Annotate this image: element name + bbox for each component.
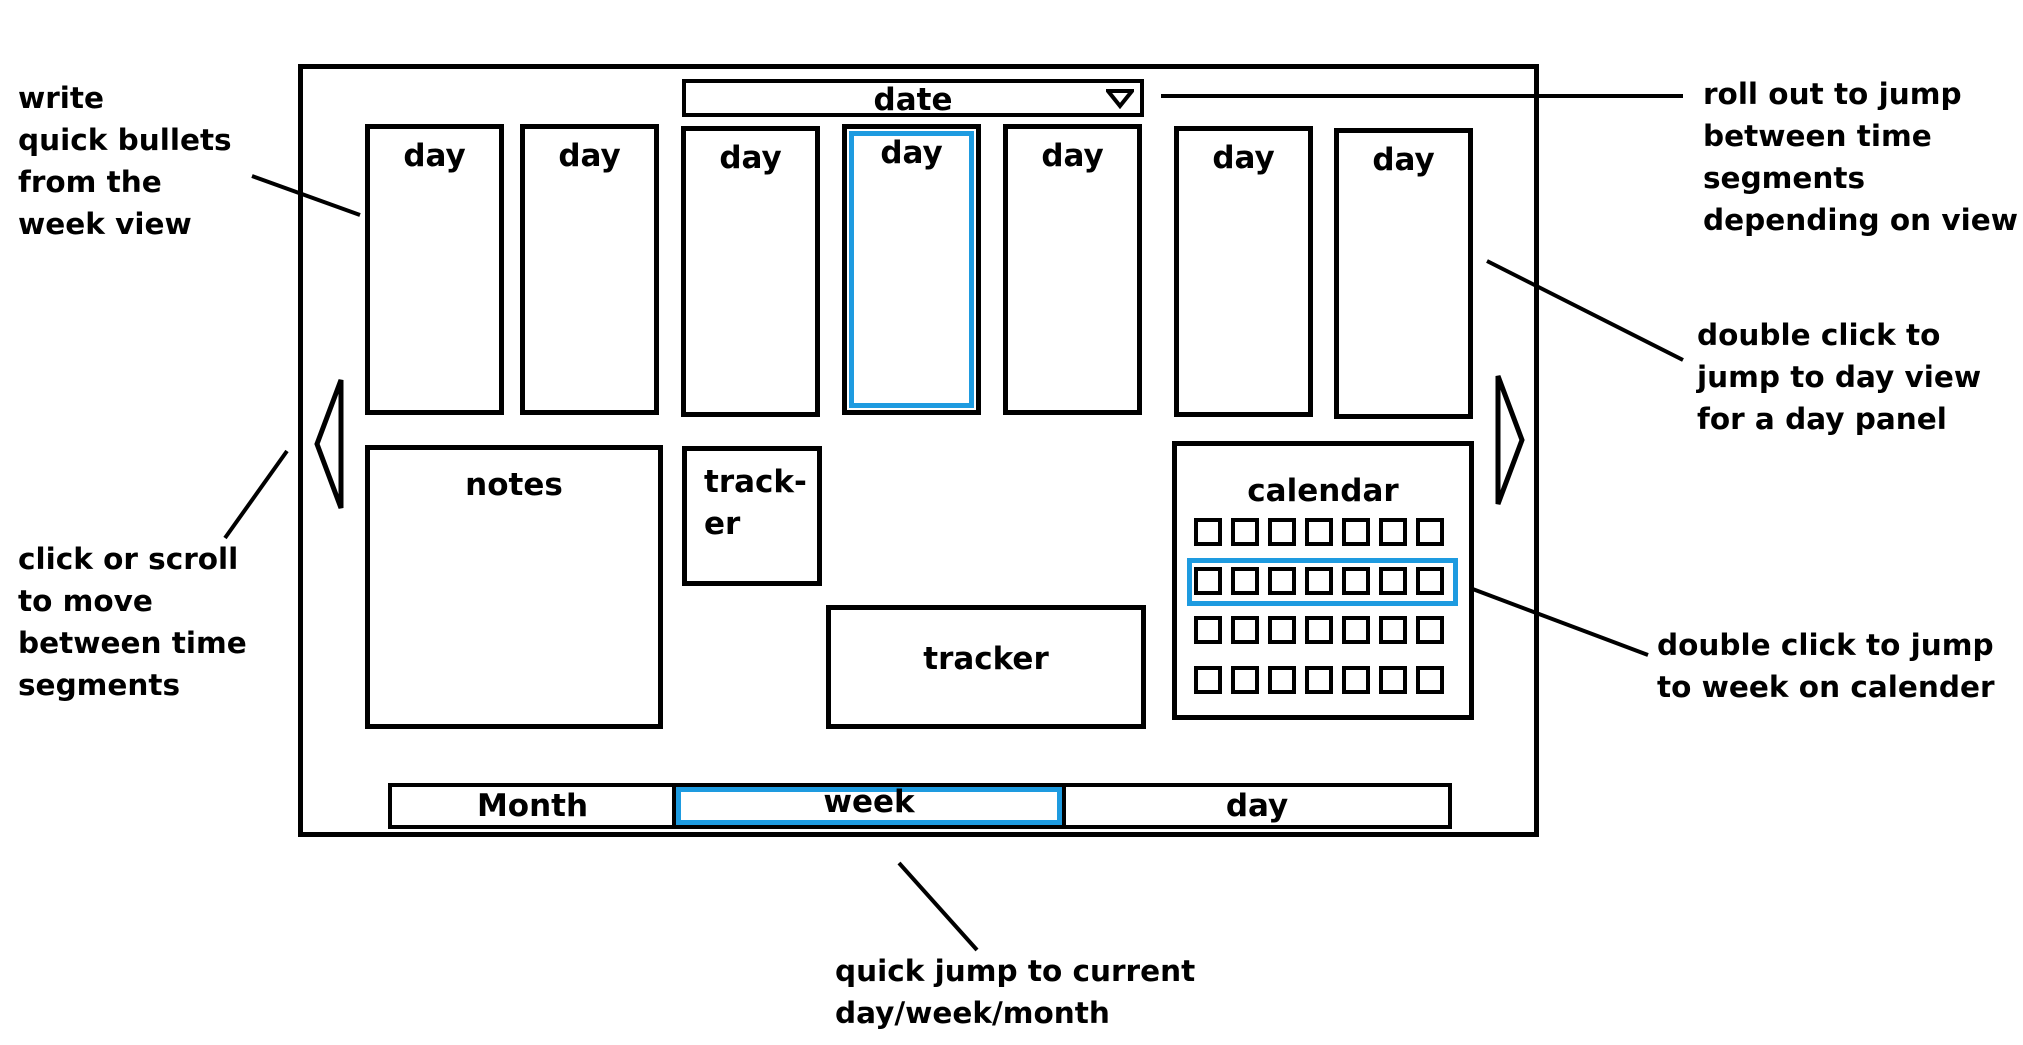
annotation-line: day/week/month xyxy=(835,996,1110,1030)
calendar-day-cell[interactable] xyxy=(1342,616,1370,644)
day-label: day xyxy=(403,138,466,174)
calendar-day-cell[interactable] xyxy=(1194,616,1222,644)
day-panel-5[interactable]: day xyxy=(1003,124,1142,415)
day-label: day xyxy=(719,140,782,176)
calendar-day-cell[interactable] xyxy=(1416,567,1444,595)
notes-panel[interactable]: notes xyxy=(365,445,663,729)
calendar-day-cell[interactable] xyxy=(1305,666,1333,694)
date-label: date xyxy=(873,82,953,118)
day-label: day xyxy=(1372,142,1435,178)
calendar-day-cell[interactable] xyxy=(1268,518,1296,546)
annotation-line: quick jump to current xyxy=(835,954,1196,988)
calendar-day-cell[interactable] xyxy=(1268,666,1296,694)
tab-week[interactable]: week xyxy=(672,783,1066,829)
day-label: day xyxy=(880,135,943,171)
tab-month[interactable]: Month xyxy=(388,783,673,829)
calendar-day-cell[interactable] xyxy=(1342,666,1370,694)
calendar-day-cell[interactable] xyxy=(1416,616,1444,644)
calendar-day-cell[interactable] xyxy=(1231,567,1259,595)
tracker-label: tracker xyxy=(923,641,1049,677)
tab-month-label: Month xyxy=(476,788,589,824)
calendar-week-row[interactable] xyxy=(1194,518,1444,546)
calendar-panel[interactable]: calendar xyxy=(1172,441,1474,720)
tab-day-label: day xyxy=(1225,788,1289,824)
calendar-day-cell[interactable] xyxy=(1305,518,1333,546)
annotation-line: week view xyxy=(18,207,192,241)
triangle-left-icon[interactable] xyxy=(313,376,345,516)
calendar-day-cell[interactable] xyxy=(1231,666,1259,694)
calendar-day-cell[interactable] xyxy=(1231,518,1259,546)
day-panel-6[interactable]: day xyxy=(1174,126,1313,417)
annotation-line: from the xyxy=(18,165,162,199)
date-dropdown[interactable]: date xyxy=(682,79,1144,118)
calendar-day-cell[interactable] xyxy=(1379,567,1407,595)
calendar-day-cell[interactable] xyxy=(1268,616,1296,644)
calendar-week-row-selected[interactable] xyxy=(1194,567,1444,595)
annotation-line: segments xyxy=(18,668,181,702)
annotation-scroll: click or scroll to move between time seg… xyxy=(18,538,247,706)
triangle-right-icon[interactable] xyxy=(1494,372,1526,512)
annotation-quick-jump: quick jump to current day/week/month xyxy=(835,950,1195,1034)
calendar-day-cell[interactable] xyxy=(1305,616,1333,644)
annotation-quick-bullets: write quick bullets from the week view xyxy=(18,77,232,245)
day-label: day xyxy=(558,138,621,174)
calendar-day-cell[interactable] xyxy=(1379,616,1407,644)
calendar-day-cell[interactable] xyxy=(1305,567,1333,595)
calendar-label: calendar xyxy=(1247,473,1399,509)
annotation-line: to week on calender xyxy=(1657,670,1995,704)
calendar-day-cell[interactable] xyxy=(1194,666,1222,694)
calendar-day-cell[interactable] xyxy=(1379,518,1407,546)
annotation-line: between time xyxy=(1703,119,1932,153)
annotation-line: segments xyxy=(1703,161,1866,195)
annotation-line: quick bullets xyxy=(18,123,232,157)
calendar-day-cell[interactable] xyxy=(1416,518,1444,546)
day-panel-7[interactable]: day xyxy=(1334,128,1473,419)
notes-label: notes xyxy=(465,467,563,503)
calendar-day-cell[interactable] xyxy=(1194,518,1222,546)
day-panel-2[interactable]: day xyxy=(520,124,659,415)
annotation-line: to move xyxy=(18,584,153,618)
calendar-day-cell[interactable] xyxy=(1342,518,1370,546)
annotation-line: roll out to jump xyxy=(1703,77,1962,111)
day-panel-4-current[interactable]: day xyxy=(842,124,981,415)
annotation-line: double click to xyxy=(1697,318,1941,352)
app-window xyxy=(298,64,1539,837)
calendar-day-cell[interactable] xyxy=(1342,567,1370,595)
day-panel-1[interactable]: day xyxy=(365,124,504,415)
tab-day[interactable]: day xyxy=(1066,783,1452,829)
annotation-dropdown: roll out to jump between time segments d… xyxy=(1703,73,2018,241)
current-day-highlight xyxy=(849,131,974,408)
annotation-line: between time xyxy=(18,626,247,660)
calendar-day-cell[interactable] xyxy=(1416,666,1444,694)
annotation-line: for a day panel xyxy=(1697,402,1947,436)
tracker-small-label-line1: track- xyxy=(704,464,807,500)
annotation-line: depending on view xyxy=(1703,203,2019,237)
annotation-line: double click to jump xyxy=(1657,628,1994,662)
tab-week-selected-highlight xyxy=(676,787,1062,825)
annotation-line: jump to day view xyxy=(1697,360,1982,394)
tracker-small-label-line2: er xyxy=(704,506,741,542)
tab-week-label: week xyxy=(823,784,915,820)
calendar-day-cell[interactable] xyxy=(1231,616,1259,644)
calendar-day-cell[interactable] xyxy=(1194,567,1222,595)
tracker-panel[interactable]: tracker xyxy=(826,605,1146,729)
triangle-down-icon xyxy=(1103,89,1137,113)
calendar-day-cell[interactable] xyxy=(1379,666,1407,694)
day-panel-3[interactable]: day xyxy=(681,126,820,417)
tracker-small-panel[interactable]: track- er xyxy=(682,446,822,586)
day-label: day xyxy=(1212,140,1275,176)
annotation-day-panel: double click to jump to day view for a d… xyxy=(1697,314,1981,440)
annotation-line: click or scroll xyxy=(18,542,239,576)
calendar-selected-week-highlight xyxy=(1187,558,1458,606)
calendar-day-cell[interactable] xyxy=(1268,567,1296,595)
calendar-week-row[interactable] xyxy=(1194,666,1444,694)
calendar-week-row[interactable] xyxy=(1194,616,1444,644)
annotation-calendar: double click to jump to week on calender xyxy=(1657,624,1995,708)
annotation-line: write xyxy=(18,81,105,115)
day-label: day xyxy=(1041,138,1104,174)
